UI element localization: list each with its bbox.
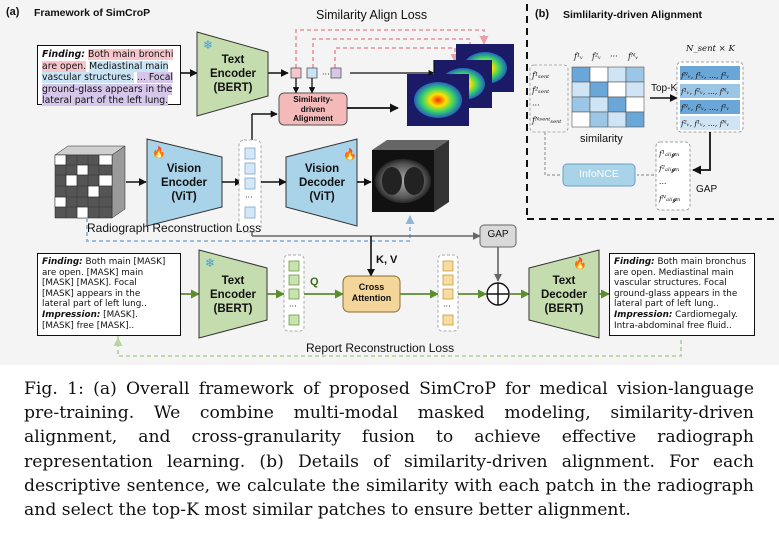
svg-text:🔥: 🔥 [152, 146, 166, 159]
sentence-feature-1 [290, 67, 302, 79]
panel-b-title: Simlilarity-driven Alignment [563, 9, 703, 21]
finding-seg3: Mediastinal main [89, 60, 169, 72]
vision-encoder-shape [146, 138, 223, 227]
figure-graphics: ··· ❄ [54, 4, 779, 357]
topk-result-column [676, 61, 744, 133]
panel-b-gap-label: GAP [696, 184, 718, 195]
svg-text:❄: ❄ [203, 38, 213, 52]
similarity-matrix [571, 66, 645, 128]
text-encoder-bottom-shape [198, 249, 268, 339]
similarity-align-loss-label: Similarity Align Loss [316, 8, 428, 22]
svg-text:🔥: 🔥 [573, 257, 587, 270]
reconstructed-ct-cube [372, 140, 449, 212]
finding-seg4: vascular structures. [42, 72, 135, 84]
query-token-column: ··· [283, 254, 305, 332]
align-column [655, 141, 691, 211]
text-encoder-top-shape [196, 31, 269, 117]
report-recon-loss-label: Report Reconstruction Loss [306, 341, 455, 355]
sentence-feature-2 [306, 67, 318, 79]
masked-report-input: Finding: Both main [MASK] are open. [MAS… [37, 253, 181, 336]
svg-text:···: ··· [289, 302, 297, 311]
finding-seg7: lateral part of the left lung. [42, 95, 169, 107]
sum-operator [486, 282, 510, 306]
figure-panel: ··· ❄ [0, 0, 779, 365]
kv-label: K, V [376, 254, 398, 266]
figure-caption: Fig. 1: (a) Overall framework of propose… [24, 379, 754, 521]
similarity-module-box [278, 92, 348, 126]
fused-token-column: ··· [437, 254, 459, 332]
masked-ct-cube [54, 145, 126, 219]
vision-decoder-shape [285, 138, 358, 227]
finding-label: Finding: [42, 49, 85, 60]
panel-a-tag: (a) [6, 6, 20, 18]
finding-seg5: ... Focal [137, 72, 173, 84]
q-label: Q [310, 276, 319, 288]
similarity-align-loss-lines [295, 29, 489, 68]
gap-label: GAP [487, 229, 509, 240]
patch-token-column: ··· [238, 139, 262, 233]
finding-seg2: are open. [42, 60, 87, 72]
finding-seg1: Both main bronchi [87, 49, 174, 60]
sentence-feature-3 [330, 67, 342, 79]
text-decoder-shape [528, 249, 600, 339]
finding-seg6: ground-glass appears in the [42, 83, 173, 95]
svg-text:🔥: 🔥 [343, 148, 357, 161]
radiograph-recon-loss-label: Radiograph Reconstruction Loss [87, 221, 262, 235]
attention-heatmaps [407, 44, 514, 126]
svg-text:···: ··· [443, 302, 451, 311]
finding-report-input: Finding: Both main bronchi are open. Med… [37, 45, 181, 107]
similarity-label: similarity [580, 133, 623, 145]
infonce-label: InfoNCE [579, 168, 619, 180]
topk-label: Top-K [651, 83, 678, 94]
infonce-box-shape [562, 163, 636, 187]
generated-report-output: Finding: Both main bronchus are open. Me… [609, 253, 755, 336]
panel-b-tag: (b) [535, 8, 550, 20]
svg-text:···: ··· [245, 193, 253, 202]
nsent-k-label: N_sent × K [686, 44, 735, 54]
panel-a-title: Framework of SimCroP [34, 7, 151, 19]
svg-text:···: ··· [322, 70, 330, 79]
svg-text:❄: ❄ [205, 256, 215, 270]
